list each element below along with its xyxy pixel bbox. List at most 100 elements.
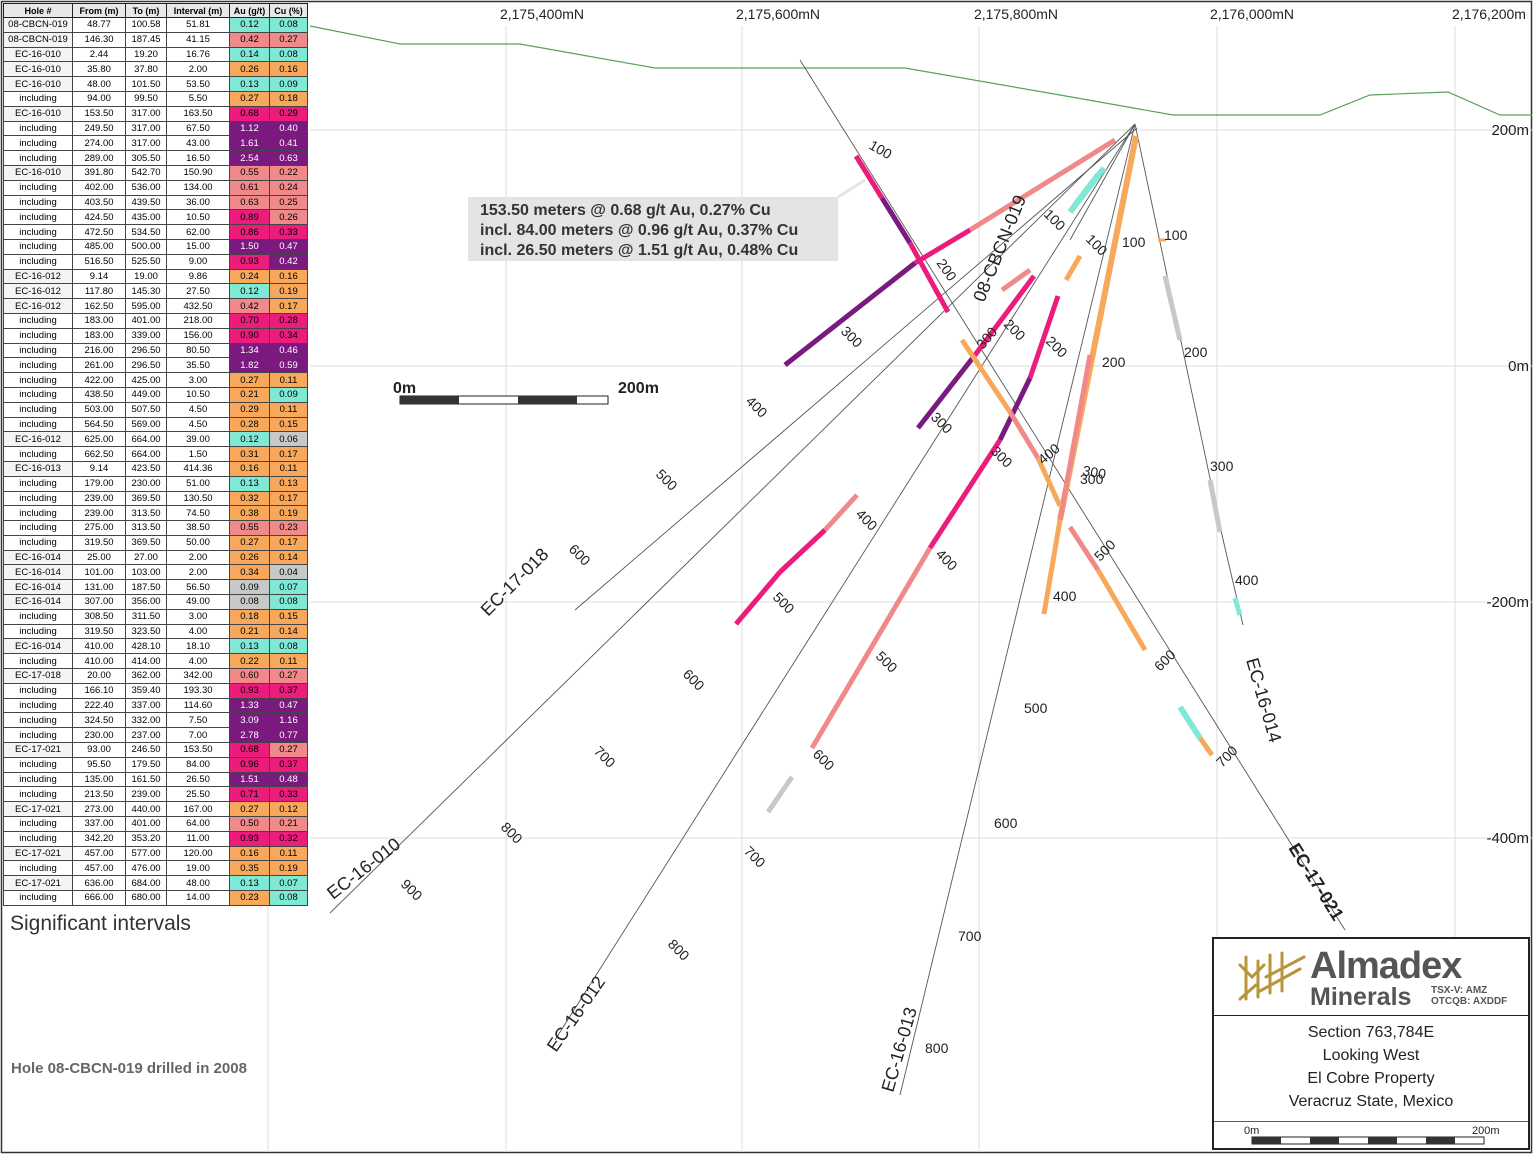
from-cell: 20.00 (72, 668, 126, 684)
hole-label: EC-16-014 (1242, 656, 1285, 745)
interval-cell: 36.00 (166, 194, 230, 211)
from-cell: 308.50 (72, 608, 126, 625)
interval-cell: 25.50 (166, 786, 230, 803)
interval-cell: 134.00 (166, 179, 230, 196)
to-cell: 664.00 (125, 431, 167, 448)
to-cell: 187.50 (125, 579, 167, 596)
from-cell: 422.00 (72, 372, 126, 388)
hole-label: EC-16-013 (878, 1005, 921, 1094)
au-cell: 0.13 (229, 76, 270, 92)
from-cell: 213.50 (72, 786, 126, 803)
au-cell: 3.09 (229, 712, 270, 729)
col-header: Hole # (3, 3, 73, 18)
hole-cell: including (3, 416, 73, 433)
to-cell: 37.80 (125, 61, 167, 78)
au-cell: 2.78 (229, 727, 270, 744)
interval-cell: 2.00 (166, 564, 230, 581)
interval-cell: 153.50 (166, 742, 230, 758)
au-cell: 0.32 (229, 490, 270, 507)
interval-cell: 4.50 (166, 401, 230, 418)
from-cell: 166.10 (72, 682, 126, 699)
hole-cell: EC-16-012 (3, 268, 73, 285)
interval-cell: 9.86 (166, 268, 230, 285)
cu-cell: 0.16 (269, 61, 308, 78)
from-cell: 239.00 (72, 505, 126, 522)
interval-cell: 10.50 (166, 386, 230, 403)
cu-cell: 0.08 (269, 17, 308, 33)
cu-cell: 0.19 (269, 860, 308, 877)
cu-cell: 0.42 (269, 253, 308, 270)
hole-cell: EC-16-010 (3, 76, 73, 92)
from-cell: 153.50 (72, 105, 126, 122)
depth-label: 100 (867, 137, 895, 163)
depth-label: 300 (1080, 471, 1104, 487)
hole-cell: including (3, 712, 73, 729)
from-cell: 2.44 (72, 46, 126, 63)
from-cell: 289.00 (72, 150, 126, 166)
company-subname: Minerals (1310, 983, 1412, 1011)
from-cell: 230.00 (72, 727, 126, 744)
hole-cell: including (3, 830, 73, 847)
depth-label: 600 (1151, 646, 1179, 674)
from-cell: 93.00 (72, 742, 126, 758)
au-cell: 0.29 (229, 401, 270, 418)
col-header: Interval (m) (166, 3, 230, 18)
interval-cell: 19.00 (166, 860, 230, 877)
depth-label: 800 (925, 1040, 949, 1056)
to-cell: 145.30 (125, 283, 167, 300)
hole-cell: including (3, 357, 73, 374)
to-cell: 317.00 (125, 120, 167, 137)
cu-cell: 0.63 (269, 150, 308, 166)
interval-cell: 51.81 (166, 17, 230, 33)
depth-label: 200 (1043, 333, 1071, 361)
hole-cell: including (3, 520, 73, 536)
hole-cell: including (3, 475, 73, 492)
cu-cell: 0.08 (269, 46, 308, 63)
au-cell: 0.21 (229, 386, 270, 403)
hole-cell: EC-16-014 (3, 638, 73, 655)
interval-cell: 120.00 (166, 845, 230, 862)
hole-cell: including (3, 150, 73, 166)
to-cell: 161.50 (125, 771, 167, 788)
interval-cell: 2.00 (166, 549, 230, 566)
to-cell: 500.00 (125, 238, 167, 255)
hole-cell: including (3, 401, 73, 418)
depth-label: 500 (873, 648, 901, 676)
from-cell: 457.00 (72, 845, 126, 862)
from-cell: 319.50 (72, 623, 126, 640)
interval-cell: 80.50 (166, 342, 230, 359)
to-cell: 439.50 (125, 194, 167, 211)
cu-cell: 0.11 (269, 845, 308, 862)
intercept-callout: 153.50 meters @ 0.68 g/t Au, 0.27% Cu in… (468, 197, 838, 261)
cu-cell: 0.48 (269, 771, 308, 788)
to-cell: 101.50 (125, 76, 167, 92)
cu-cell: 0.17 (269, 446, 308, 462)
au-cell: 1.12 (229, 120, 270, 137)
cu-cell: 0.15 (269, 608, 308, 625)
interval-cell: 74.50 (166, 505, 230, 522)
au-cell: 0.12 (229, 431, 270, 448)
au-cell: 0.96 (229, 756, 270, 773)
to-cell: 542.70 (125, 164, 167, 181)
hole-cell: including (3, 608, 73, 625)
cu-cell: 0.16 (269, 268, 308, 285)
from-cell: 564.50 (72, 416, 126, 433)
au-cell: 0.50 (229, 816, 270, 832)
to-cell: 239.00 (125, 786, 167, 803)
